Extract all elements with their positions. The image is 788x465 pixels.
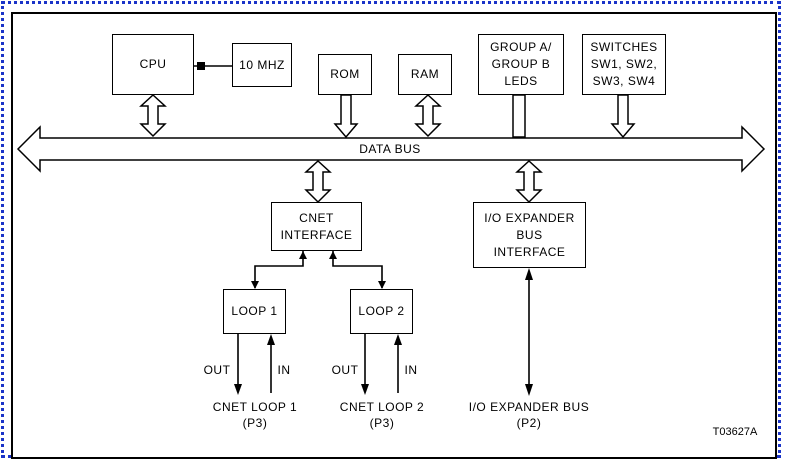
cpu-clock-node — [197, 62, 205, 70]
loop1-box: LOOP 1 — [223, 289, 286, 334]
loop1-in-label: IN — [277, 363, 291, 377]
cpu-box: CPU — [112, 34, 194, 95]
loop2-in-label: IN — [404, 363, 418, 377]
figure-id: T03627A — [712, 426, 758, 438]
loop1-out-label: OUT — [203, 363, 231, 377]
loop2-box: LOOP 2 — [350, 289, 413, 334]
clock-box: 10 MHZ — [232, 43, 292, 87]
data-bus-label: DATA BUS — [359, 142, 421, 156]
leds-box: GROUP A/ GROUP B LEDS — [478, 34, 564, 95]
ram-box: RAM — [398, 54, 452, 95]
cpu-bus-arrow — [139, 93, 167, 138]
rom-box: ROM — [318, 54, 372, 95]
cnet-interface-box: CNET INTERFACE — [271, 202, 362, 251]
rom-bus-arrow — [333, 94, 359, 139]
cnet-loop1-line — [254, 251, 304, 288]
ram-bus-arrow — [414, 93, 442, 138]
cnet-loop2-line — [332, 251, 383, 288]
cnet-bus-arrow — [304, 159, 332, 204]
switches-box: SWITCHES SW1, SW2, SW3, SW4 — [582, 34, 666, 95]
cnet-loop2-output-label: CNET LOOP 2 (P3) — [339, 400, 425, 430]
cnet-loop1-output-label: CNET LOOP 1 (P3) — [212, 400, 298, 430]
data-bus-arrow — [16, 125, 766, 173]
leds-bus-connector — [512, 94, 526, 138]
loop2-out-label: OUT — [331, 363, 359, 377]
io-expander-bus-output-label: I/O EXPANDER BUS (P2) — [468, 400, 590, 430]
switches-bus-arrow — [610, 94, 636, 139]
io-expander-interface-box: I/O EXPANDER BUS INTERFACE — [473, 202, 586, 268]
io-bus-arrow — [515, 159, 543, 204]
